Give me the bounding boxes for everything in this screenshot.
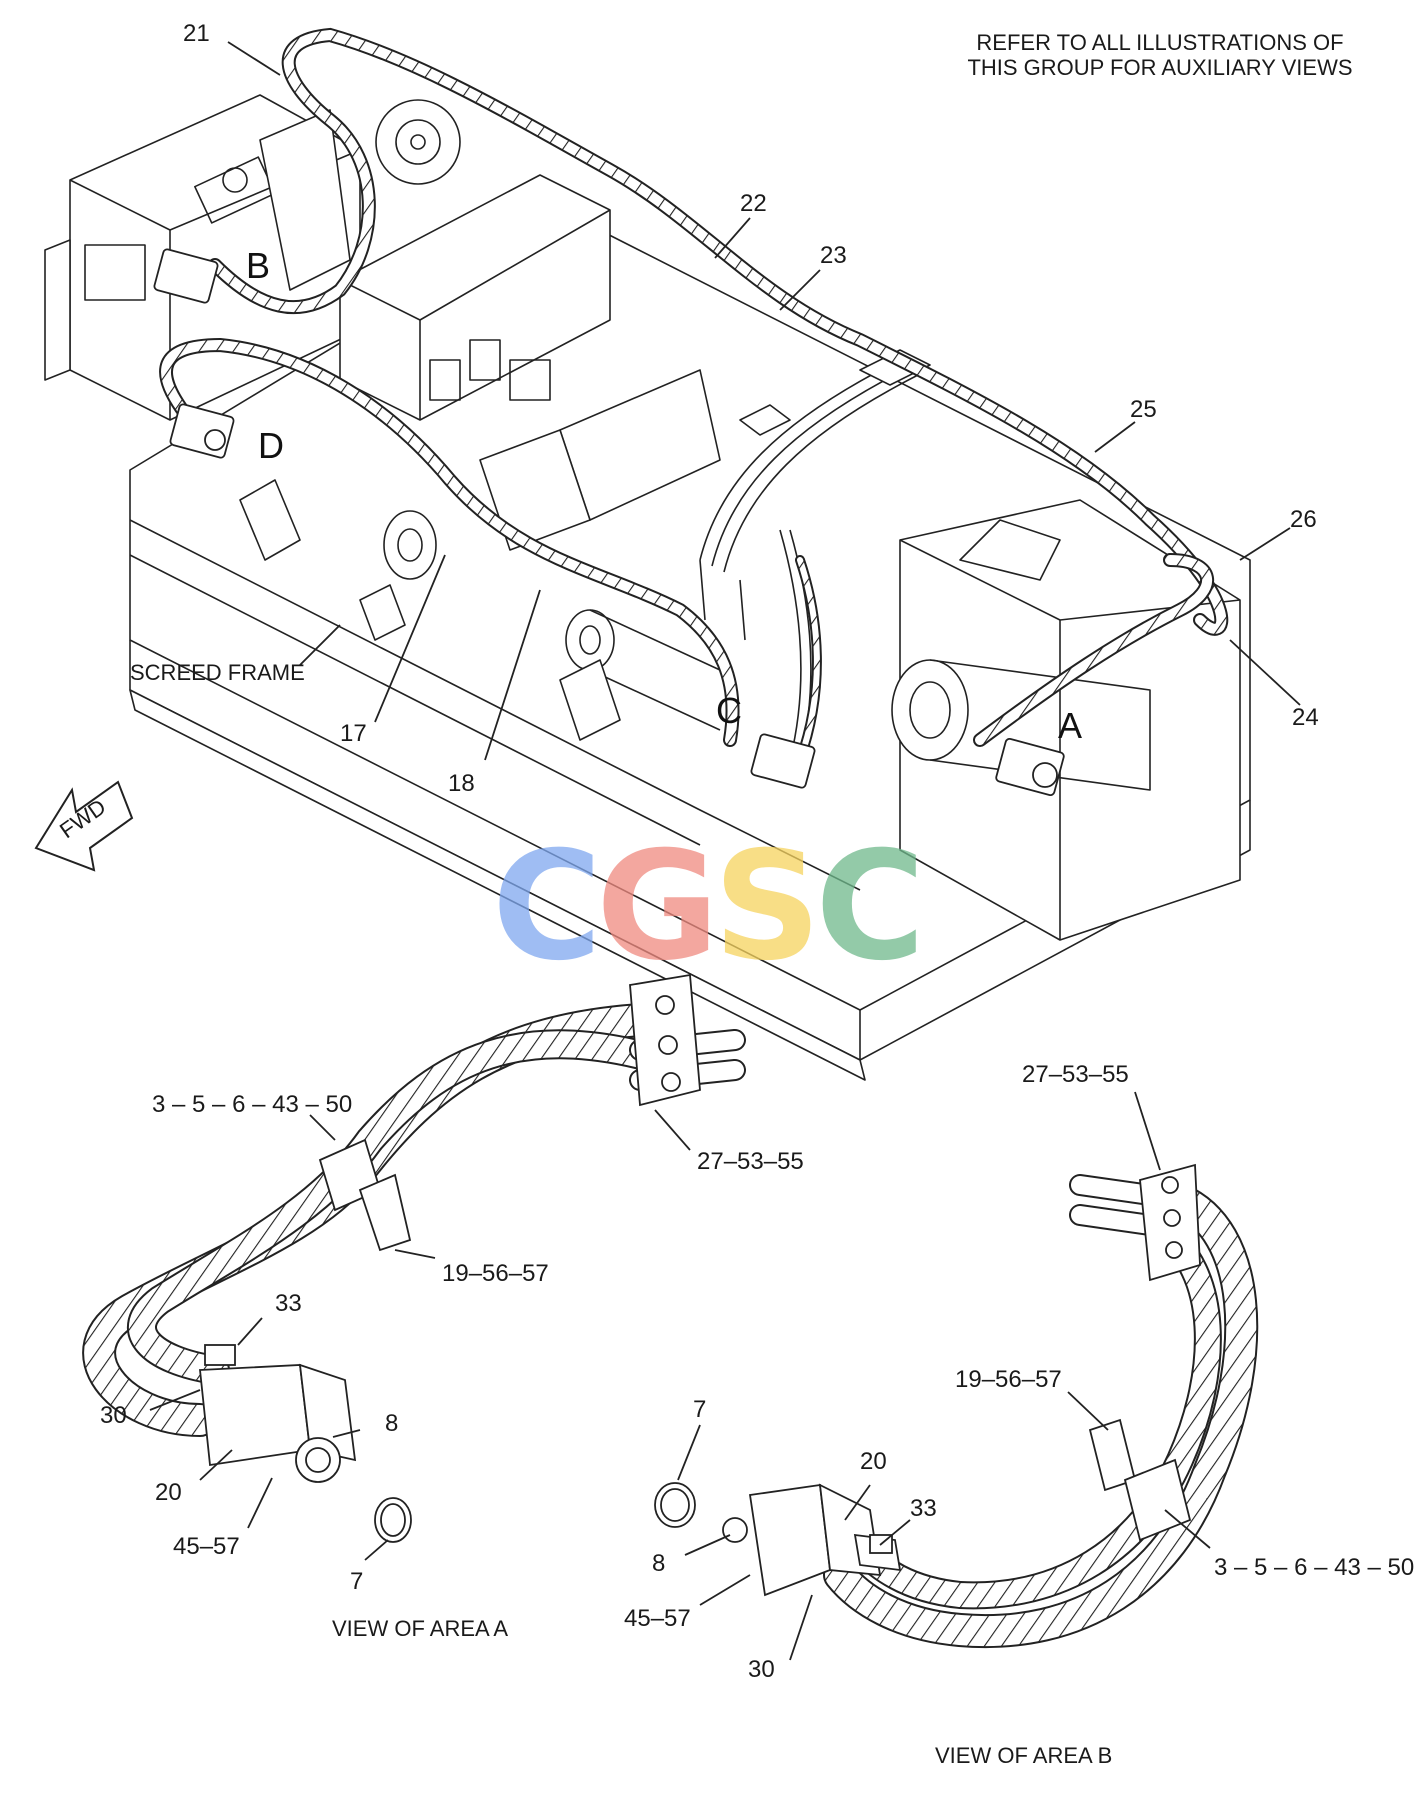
- leader-lines-main: [227, 41, 1301, 761]
- watermark-letter-1: C: [492, 820, 602, 994]
- view-b-callout-8: 8: [652, 1550, 666, 1577]
- view-b-callout-7: 7: [693, 1396, 707, 1423]
- callout-26: 26: [1290, 506, 1317, 533]
- area-label-a: A: [1058, 705, 1083, 746]
- area-label-c: C: [716, 690, 742, 731]
- view-b-caption: VIEW OF AREA B: [935, 1743, 1113, 1768]
- view-a-callout-20: 20: [155, 1479, 182, 1506]
- leader-lines-view-a: [149, 1109, 691, 1561]
- view-a-callout-30: 30: [100, 1402, 127, 1429]
- view-a-callout-33: 33: [275, 1290, 302, 1317]
- view-b-callout-30: 30: [748, 1656, 775, 1683]
- view-b-callout-33: 33: [910, 1495, 937, 1522]
- reference-note-line-2: THIS GROUP FOR AUXILIARY VIEWS: [967, 55, 1353, 81]
- fwd-arrow: [34, 780, 134, 872]
- reference-note-line-1: REFER TO ALL ILLUSTRATIONS OF: [976, 30, 1344, 55]
- callout-25: 25: [1130, 396, 1157, 423]
- leader-lines-view-b: [677, 1091, 1211, 1661]
- view-b-callout-20: 20: [860, 1448, 887, 1475]
- view-a-callout-45-57: 45–57: [173, 1533, 240, 1560]
- view-b-callout-45-57: 45–57: [624, 1605, 691, 1632]
- callout-22: 22: [740, 190, 767, 217]
- view-a-callout-19-56-57: 19–56–57: [442, 1260, 549, 1287]
- cgsc-watermark: CGSC: [492, 820, 925, 994]
- wiring-harness-main: [159, 27, 1229, 765]
- callout-17: 17: [340, 720, 367, 747]
- callout-18: 18: [448, 770, 475, 797]
- screed-frame-label: SCREED FRAME: [130, 660, 305, 685]
- callout-24: 24: [1292, 704, 1319, 731]
- callout-21: 21: [183, 20, 210, 47]
- view-a-callout-7: 7: [350, 1568, 364, 1595]
- view-a-callout-3-5-6-43-50: 3 – 5 – 6 – 43 – 50: [152, 1091, 353, 1118]
- sensor-units: [153, 248, 1065, 797]
- callout-23: 23: [820, 242, 847, 269]
- watermark-letter-3: S: [713, 820, 821, 994]
- view-a-caption: VIEW OF AREA A: [332, 1616, 509, 1641]
- view-a-callout-27-53-55: 27–53–55: [697, 1148, 804, 1175]
- view-b-callout-19-56-57: 19–56–57: [955, 1366, 1062, 1393]
- view-b-callout-3-5-6-43-50: 3 – 5 – 6 – 43 – 50: [1214, 1554, 1414, 1581]
- view-b-drawing: [823, 1174, 1259, 1648]
- view-b-callout-27-53-55: 27–53–55: [1022, 1061, 1129, 1088]
- reference-note: REFER TO ALL ILLUSTRATIONS OF THIS GROUP…: [950, 30, 1370, 81]
- watermark-letter-2: G: [596, 820, 719, 994]
- area-label-b: B: [246, 245, 271, 286]
- view-a-callout-8: 8: [385, 1410, 399, 1437]
- area-label-d: D: [258, 425, 284, 466]
- view-a-parts: [199, 973, 701, 1543]
- watermark-letter-4: C: [815, 820, 925, 994]
